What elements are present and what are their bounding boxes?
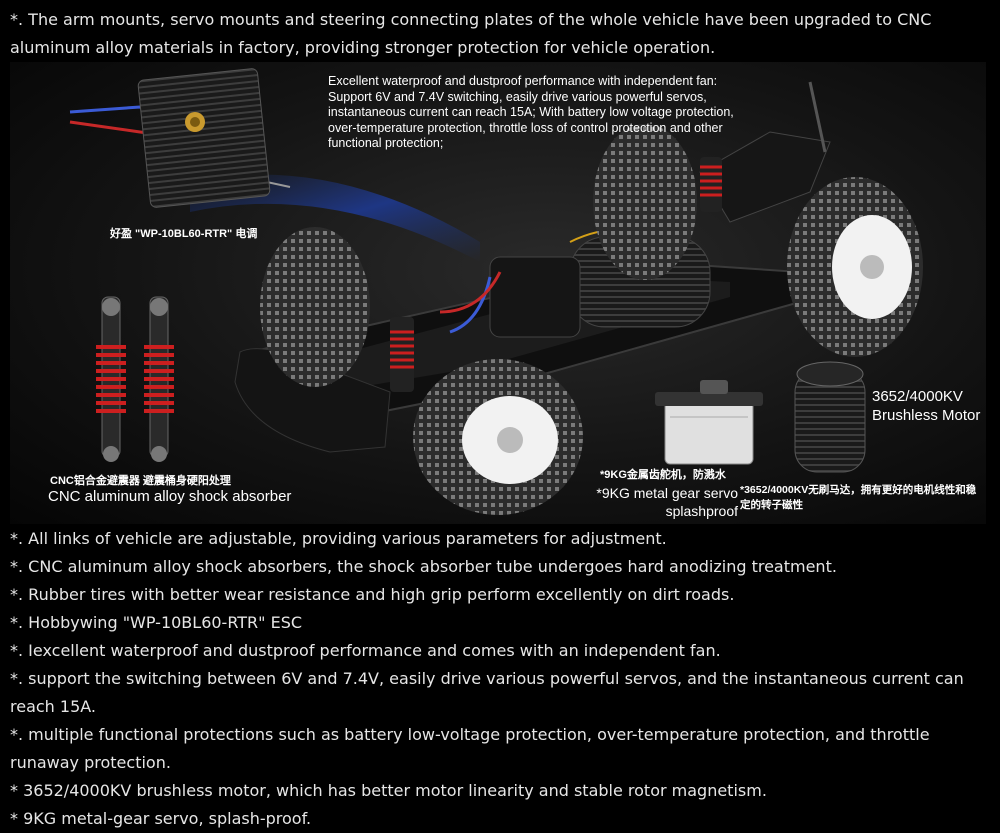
motor-label-cn: *3652/4000KV无刷马达，拥有更好的电机线性和稳定的转子磁性 [740,484,977,511]
shock-absorber-pair [96,296,174,462]
esc-unit [69,68,291,208]
esc-description: Excellent waterproof and dustproof perfo… [328,74,734,150]
servo-label-en: *9KG metal gear servo splashproof [596,485,738,519]
brushless-motor [794,361,866,473]
wheel-front-right [413,359,583,515]
esc-label-cn: 好盈 "WP-10BL60-RTR" 电调 [110,228,258,240]
wheel-rear-left [593,124,697,280]
feature-item: *. Rubber tires with better wear resista… [10,585,735,604]
product-image: Excellent waterproof and dustproof perfo… [10,62,986,524]
motor-label-en: 3652/4000KV Brushless Motor [872,388,981,424]
rc-car-illustration [69,68,923,515]
feature-list: *. All links of vehicle are adjustable, … [10,525,990,833]
feature-item: *. Hobbywing "WP-10BL60-RTR" ESC [10,613,303,632]
feature-item: *. support the switching between 6V and … [10,669,964,716]
feature-item: * 3652/4000KV brushless motor, which has… [10,781,767,800]
servo-unit [655,380,763,465]
feature-item: * 9KG metal-gear servo, splash-proof. [10,809,312,828]
feature-item: *. All links of vehicle are adjustable, … [10,529,667,548]
shock-label-en: CNC aluminum alloy shock absorber [48,488,292,505]
wheel-front-left [260,227,370,387]
feature-item: *. CNC aluminum alloy shock absorbers, t… [10,557,837,576]
intro-text: *. The arm mounts, servo mounts and stee… [10,10,932,57]
servo-label-cn: *9KG金属齿舵机，防溅水 [600,469,726,481]
feature-item: *. Iexcellent waterproof and dustproof p… [10,641,721,660]
wheel-rear-right [787,177,923,357]
shock-label-cn: CNC铝合金避震器 避震桶身硬阳处理 [50,475,231,487]
feature-item: *. multiple functional protections such … [10,725,930,772]
